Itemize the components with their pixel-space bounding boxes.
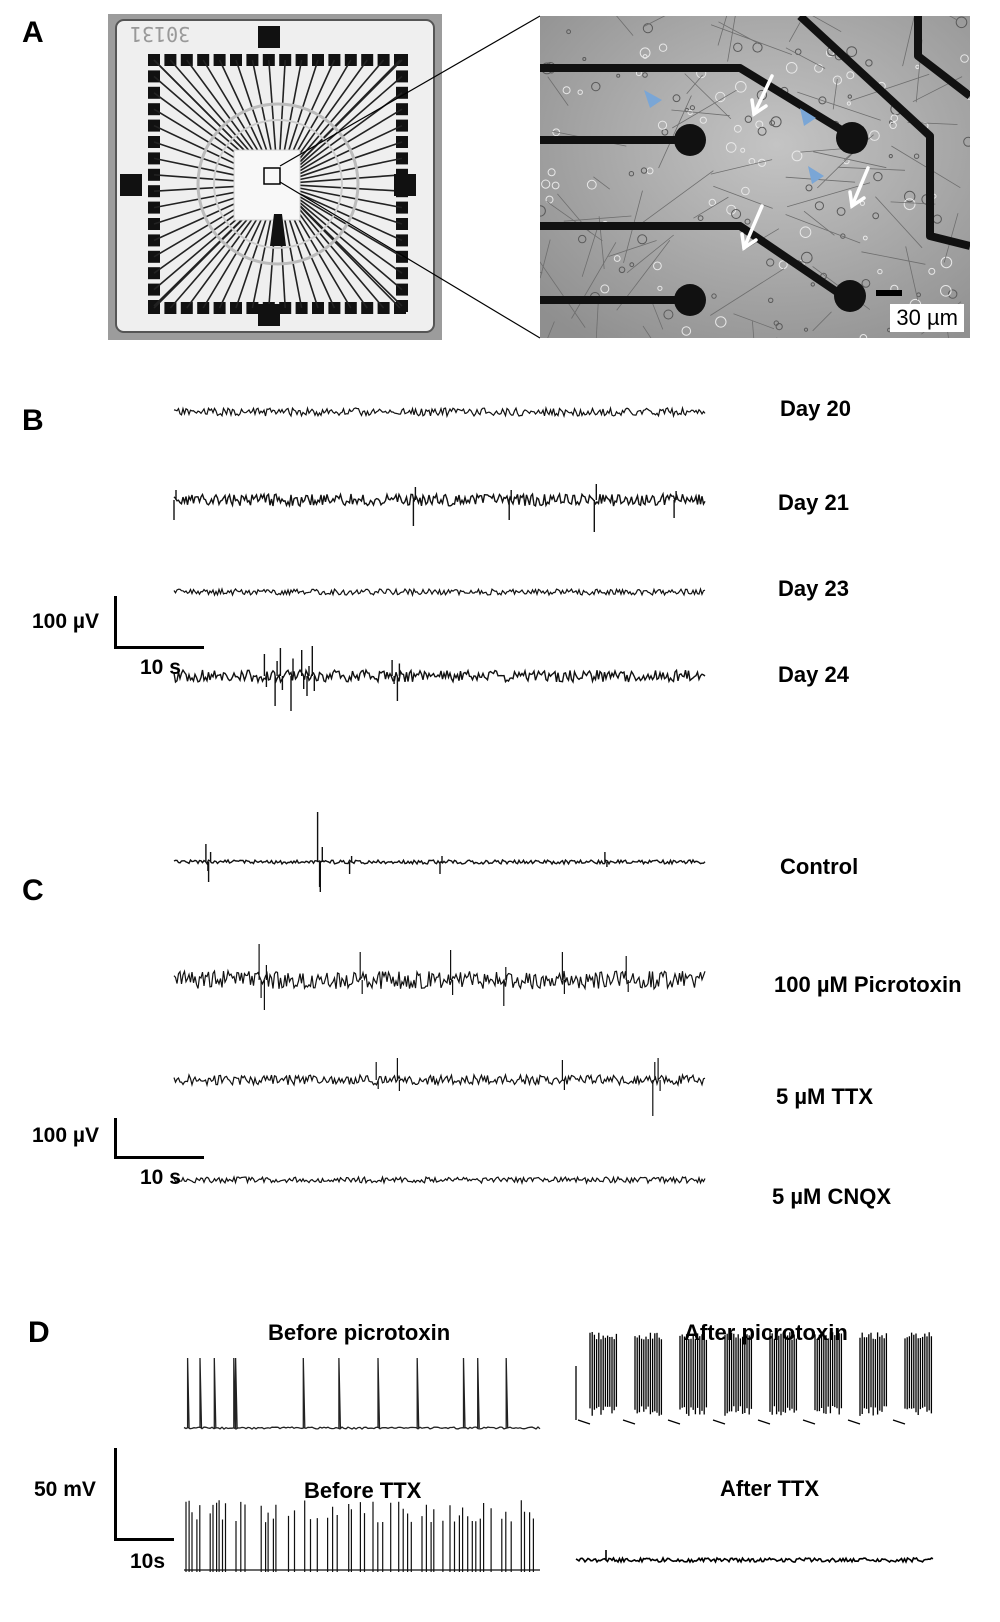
mea-chip-drawing: [108, 14, 442, 340]
mea-chip-photo: 30131: [108, 14, 442, 340]
recording-after-ttx: [575, 1550, 934, 1564]
recording-title-after-picrotoxin: After picrotoxin: [684, 1320, 848, 1345]
recording-after-picrotoxin: [575, 1332, 933, 1425]
panel-a-letter: A: [22, 16, 44, 49]
panel-d-scale-voltage-label: 50 mV: [34, 1478, 96, 1501]
trace-label-day-21: Day 21: [778, 490, 849, 515]
trace-label-picrotoxin: 100 µM Picrotoxin: [774, 972, 962, 997]
trace-label-day-20: Day 20: [780, 396, 851, 421]
trace-day-20: [173, 405, 706, 419]
zoom-lines: [279, 15, 541, 339]
trace-day-23: [173, 587, 706, 598]
trace-control: [173, 812, 706, 892]
panel-c-scale-vertical: [114, 1118, 117, 1158]
micrograph-inset: 30 µm: [540, 16, 970, 338]
recording-before-ttx: [184, 1500, 540, 1572]
recording-title-after-ttx: After TTX: [720, 1476, 819, 1501]
recording-title-before-ttx: Before TTX: [304, 1478, 422, 1503]
trace-label-day-24: Day 24: [778, 662, 849, 687]
trace-day-24: [173, 646, 706, 711]
recording-before-picrotoxin: [183, 1357, 541, 1430]
panel-b-letter: B: [22, 404, 44, 437]
trace-label-ttx: 5 µM TTX: [776, 1084, 874, 1109]
panel-b-scale-horizontal: [114, 646, 204, 649]
recording-title-before-picrotoxin: Before picrotoxin: [268, 1320, 451, 1345]
micrograph-drawing: [540, 16, 970, 338]
panel-b-scale-time-label: 10 s: [140, 656, 181, 679]
panel-b-scale-vertical: [114, 596, 117, 648]
trace-label-day-23: Day 23: [778, 576, 849, 601]
panel-c-letter: C: [22, 874, 44, 907]
panel-d-recordings: [183, 1332, 934, 1572]
micrograph-scale-label: 30 µm: [890, 304, 964, 332]
panel-b-scale-voltage-label: 100 µV: [32, 610, 99, 633]
panel-d-letter: D: [28, 1316, 50, 1349]
panel-c-traces: [173, 812, 706, 1185]
trace-label-control: Control: [780, 854, 859, 879]
panel-d-scale-vertical: [114, 1448, 117, 1540]
panel-c-scale-time-label: 10 s: [140, 1166, 181, 1189]
trace-cnqx: [173, 1175, 706, 1185]
panel-c-scale-horizontal: [114, 1156, 204, 1159]
trace-ttx: [173, 1058, 706, 1116]
panel-b-traces: [173, 405, 706, 711]
trace-label-cnqx: 5 µM CNQX: [772, 1184, 892, 1209]
micrograph-scale-bar: [876, 290, 902, 296]
panel-d-scale-horizontal: [114, 1538, 174, 1541]
panel-c-scale-voltage-label: 100 µV: [32, 1124, 99, 1147]
trace-day-21: [173, 484, 706, 532]
panel-d-scale-time-label: 10s: [130, 1550, 166, 1573]
trace-picrotoxin: [173, 944, 706, 1010]
